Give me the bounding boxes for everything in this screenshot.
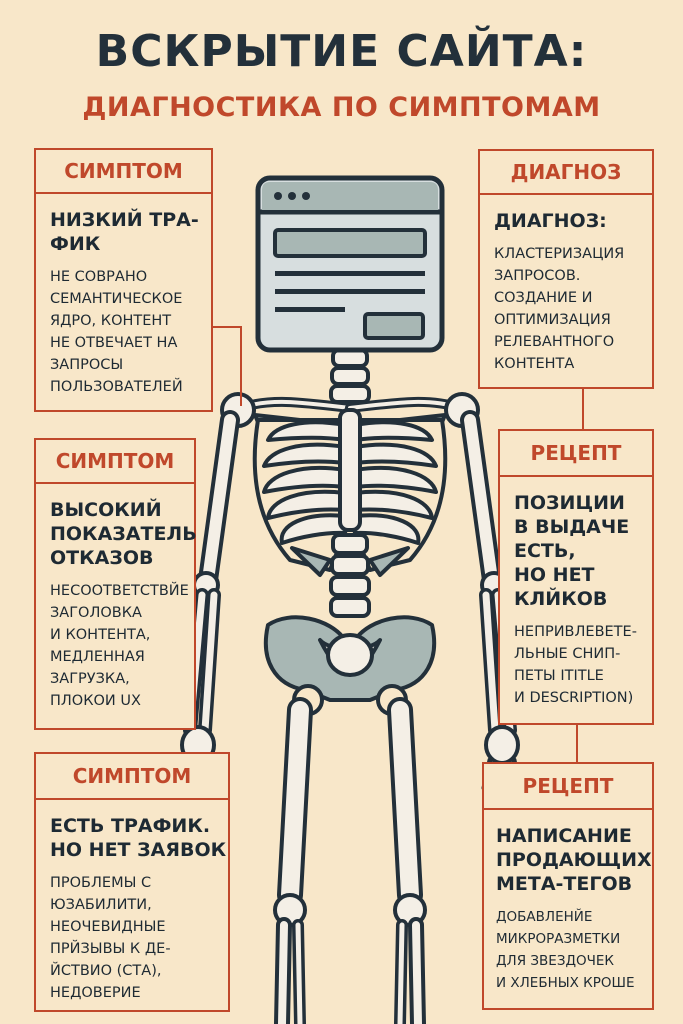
prescription-description: НЕПРИВЛЕВЕТЕ- ЛЬНЫЕ СНИП- ПЕТЫ ITITLE И … — [514, 624, 637, 706]
prescription-label: РЕЦЕПТ — [482, 762, 654, 810]
prescription-card: НАПИСАНИЕ ПРОДАЮЩИХ МЕТА-ТЕГОВ ДОБАВЛЕНЙ… — [482, 808, 654, 1010]
symptom-card: ЕСТЬ ТРАФИК. НО НЕТ ЗАЯВОК ПРОБЛЕМЫ С ЮЗ… — [34, 798, 230, 1012]
connector-line — [576, 725, 578, 763]
connector-line — [240, 326, 242, 406]
prescription-description: ДОБАВЛЕНЙЕ МИКРОРАЗМЕТКИ ДЛЯ ЗВЕЗДОЧЕК И… — [496, 909, 635, 991]
symptom-title: ЕСТЬ ТРАФИК. НО НЕТ ЗАЯВОК — [50, 815, 227, 861]
symptom-description: НЕСООТВЕТСТВЙЕ ЗАГОЛОВКА И КОНТЕНТА, МЕД… — [50, 583, 189, 709]
symptom-title: ВЫСОКИЙ ПОКАЗАТЕЛЬ ОТКАЗОВ — [50, 499, 197, 569]
symptom-label: СИМПТОМ — [34, 438, 196, 484]
symptom-label: СИМПТОМ — [34, 148, 213, 194]
prescription-card: ПОЗИЦИИ В ВЫДАЧЕ ЕСТЬ, НО НЕТ КЛЙКОВ НЕП… — [498, 475, 654, 725]
page-title: ВСКРЫТИЕ САЙТА: — [95, 26, 588, 77]
diagnosis-description: КЛАСТЕРИЗАЦИЯ ЗАПРОСОВ. СОЗДАНИЕ И ОПТИМ… — [494, 246, 625, 372]
symptom-label: СИМПТОМ — [34, 752, 230, 800]
prescription-title: ПОЗИЦИИ В ВЫДАЧЕ ЕСТЬ, НО НЕТ КЛЙКОВ — [514, 492, 630, 610]
prescription-title: НАПИСАНИЕ ПРОДАЮЩИХ МЕТА-ТЕГОВ — [496, 825, 652, 895]
symptom-description: НЕ СОВРАНО СЕМАНТИЧЕСКОЕ ЯДРО, КОНТЕНТ Н… — [50, 269, 183, 395]
browser-window-icon — [255, 175, 445, 353]
diagnosis-label: ДИАГНОЗ — [478, 149, 654, 195]
prescription-label: РЕЦЕПТ — [498, 429, 654, 477]
symptom-title: НИЗКИЙ ТРА- ФИК — [50, 209, 199, 255]
connector-line — [582, 388, 584, 430]
diagnosis-title: ДИАГНОЗ: — [494, 210, 607, 232]
page-subtitle: ДИАГНОСТИКА ПО СИМПТОМАМ — [82, 92, 601, 123]
symptom-description: ПРОБЛЕМЫ С ЮЗАБИЛИТИ, НЕОЧЕВИДНЫЕ ПРЙЗЫВ… — [50, 875, 171, 1001]
symptom-card: НИЗКИЙ ТРА- ФИК НЕ СОВРАНО СЕМАНТИЧЕСКОЕ… — [34, 192, 213, 412]
diagnosis-card: ДИАГНОЗ: КЛАСТЕРИЗАЦИЯ ЗАПРОСОВ. СОЗДАНИ… — [478, 193, 654, 389]
connector-line — [212, 326, 242, 328]
symptom-card: ВЫСОКИЙ ПОКАЗАТЕЛЬ ОТКАЗОВ НЕСООТВЕТСТВЙ… — [34, 482, 197, 730]
